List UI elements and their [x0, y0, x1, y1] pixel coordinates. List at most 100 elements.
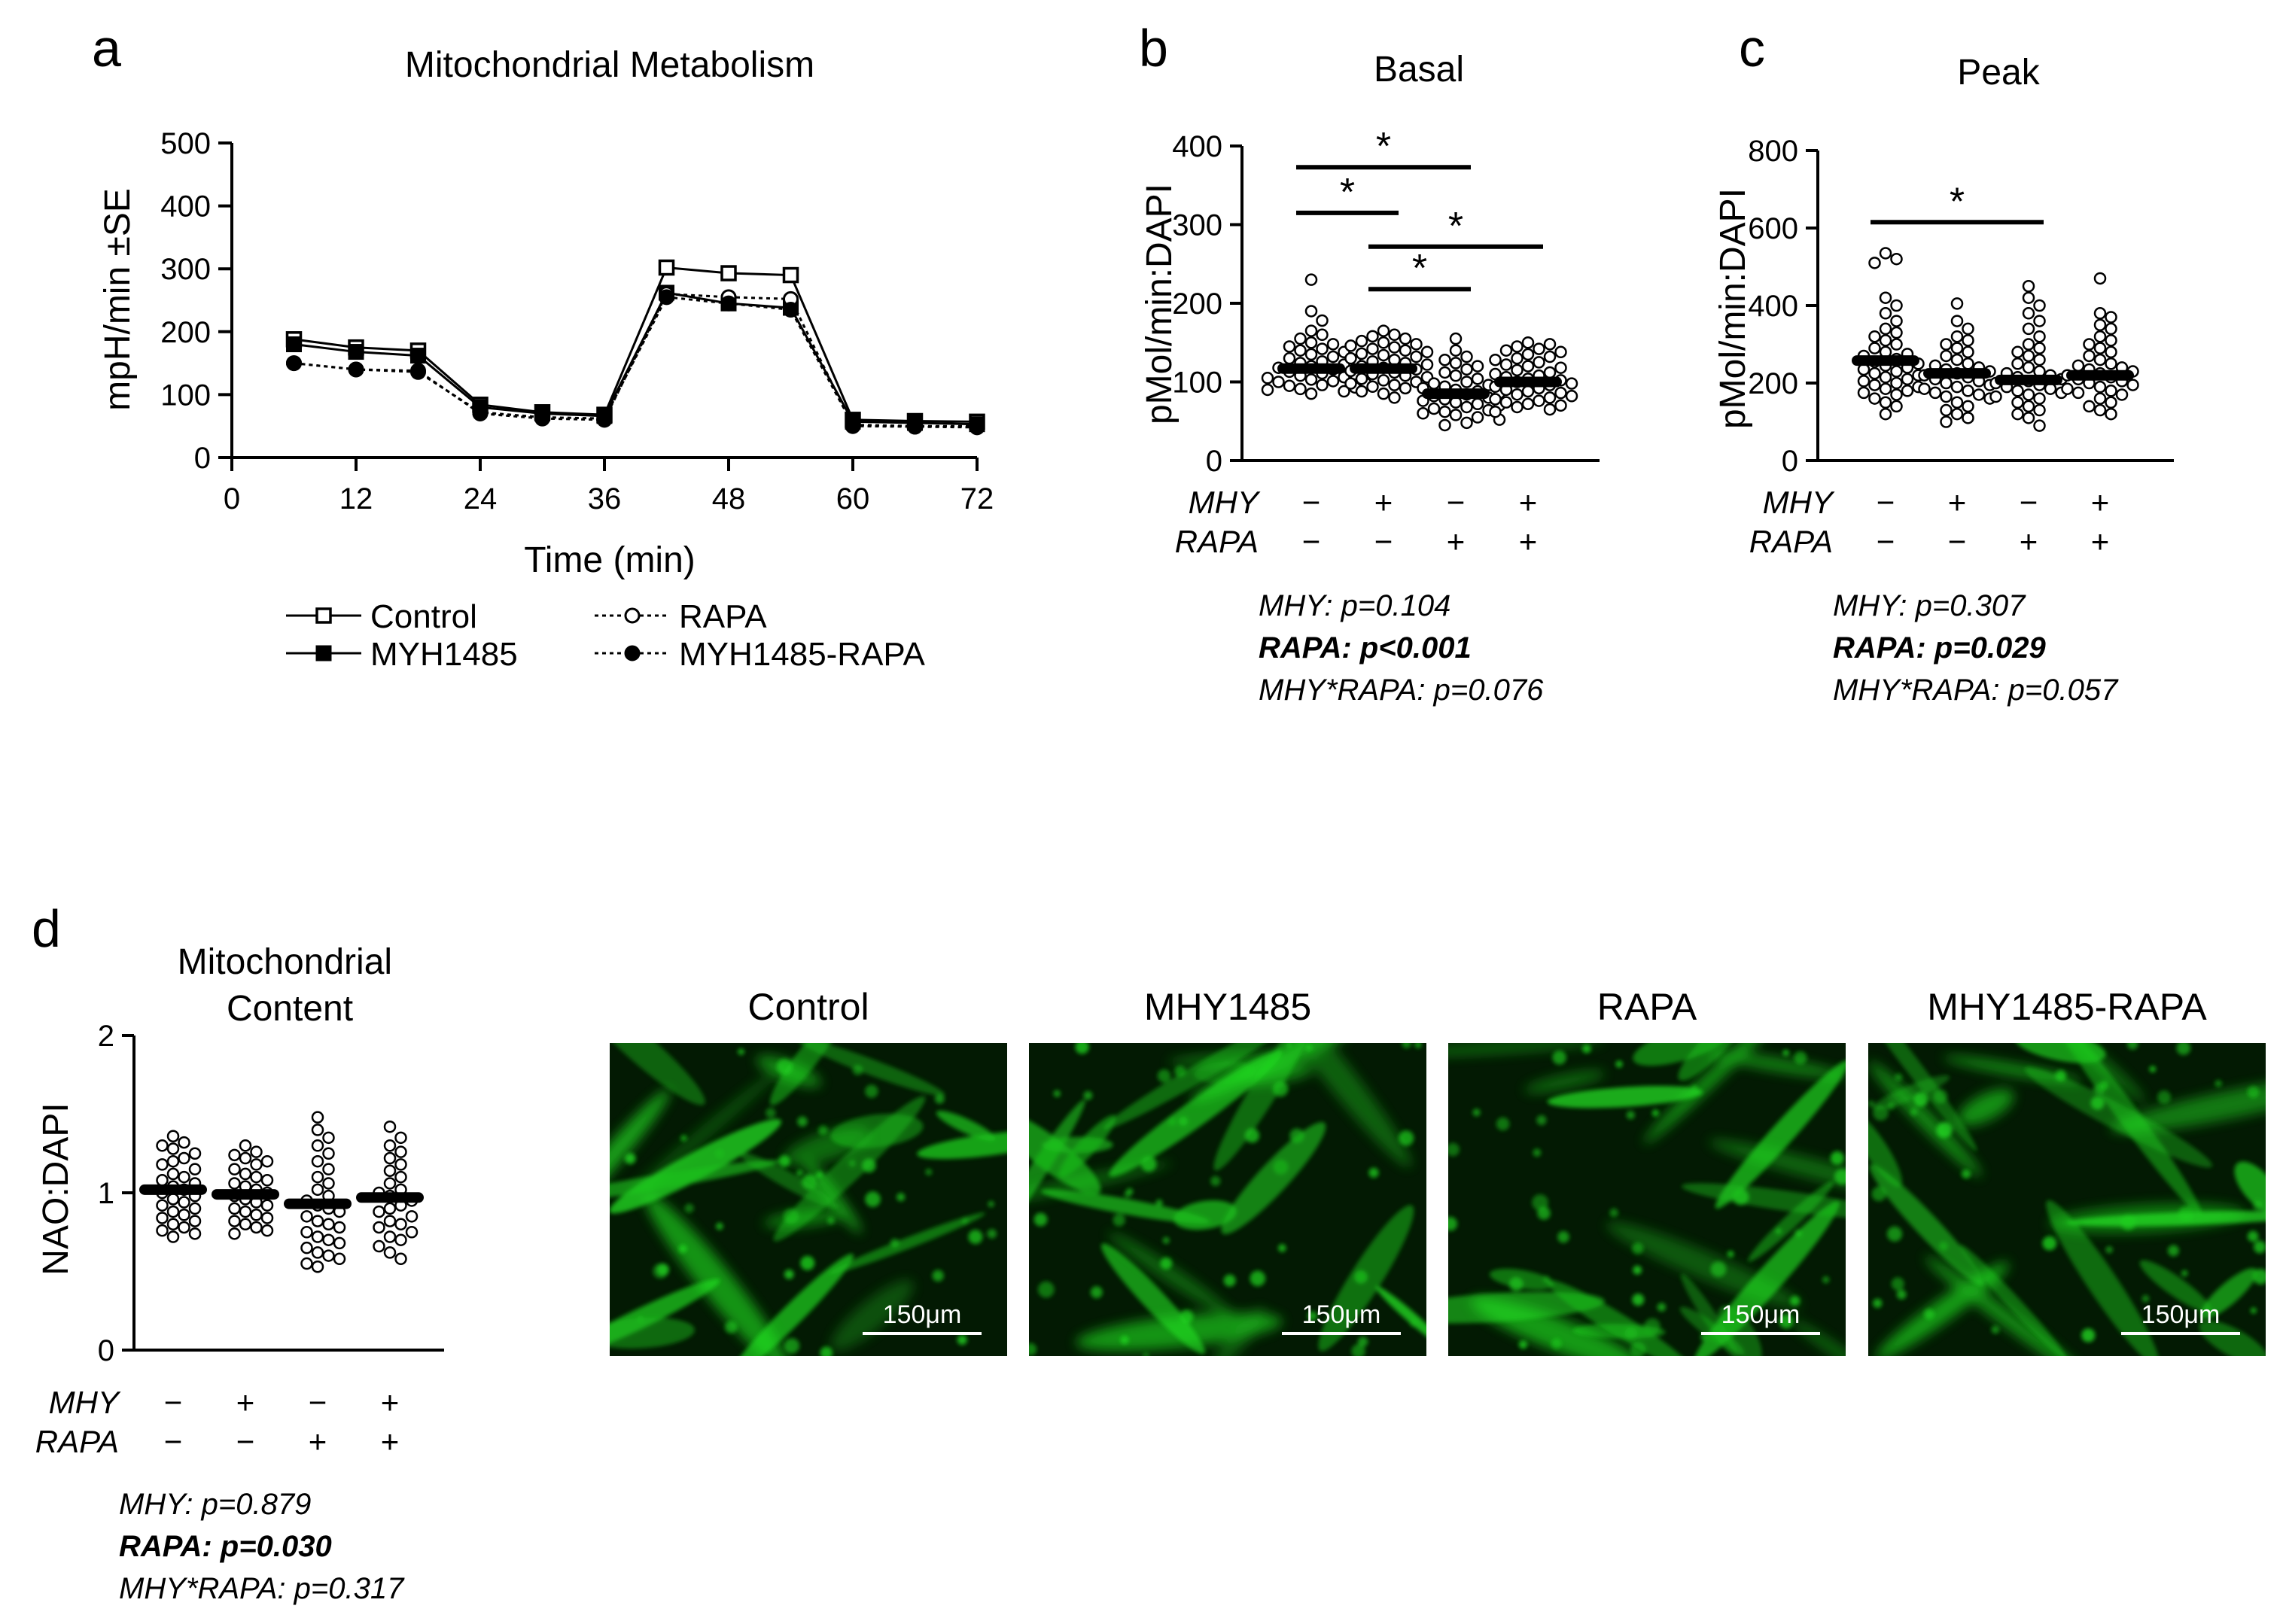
nucleus — [1727, 1250, 1734, 1258]
legend-label: MYH1485 — [370, 636, 518, 673]
nucleus — [848, 1160, 856, 1167]
nucleus — [1414, 1043, 1422, 1048]
data-point — [1489, 353, 1502, 366]
data-point — [311, 1260, 324, 1273]
nucleus — [1033, 1212, 1048, 1227]
data-point — [1283, 351, 1296, 365]
nucleus — [783, 1208, 799, 1224]
fiber — [610, 1043, 705, 1105]
data-point — [322, 1218, 335, 1231]
nucleus — [1113, 1214, 1125, 1227]
fiber — [769, 1043, 842, 1105]
fiber — [796, 1043, 945, 1096]
data-point — [1879, 371, 1892, 384]
group-3 — [284, 1111, 352, 1273]
y-tick-label: 200 — [160, 316, 211, 349]
nucleus — [1448, 1142, 1460, 1157]
data-point — [394, 1218, 407, 1231]
data-point — [1511, 340, 1524, 353]
data-point — [2105, 311, 2117, 324]
nucleus — [1286, 1043, 1292, 1049]
nucleus — [2247, 1230, 2259, 1242]
nucleus — [1624, 1327, 1638, 1340]
chart-b-title: Basal — [1374, 50, 1464, 90]
series-line — [294, 291, 978, 426]
nucleus — [1244, 1128, 1260, 1143]
data-point — [1304, 336, 1318, 349]
data-point — [2105, 322, 2117, 336]
design-sign: − — [2020, 485, 2038, 520]
nucleus — [725, 1321, 738, 1334]
y-tick-label: 0 — [1782, 445, 1798, 478]
series-4 — [286, 289, 985, 434]
data-point — [2105, 407, 2117, 421]
design-sign: + — [2020, 524, 2038, 559]
data-point — [1316, 342, 1329, 355]
data-point — [2083, 400, 2096, 413]
data-point — [1377, 324, 1390, 337]
design-sign: − — [1447, 485, 1466, 520]
data-point — [1438, 353, 1451, 366]
data-point — [658, 259, 675, 276]
x-tick-label: 24 — [464, 482, 498, 515]
data-point — [383, 1151, 397, 1165]
nucleus — [1167, 1117, 1177, 1126]
data-point — [394, 1252, 407, 1266]
data-point — [333, 1236, 346, 1250]
nucleus — [1174, 1065, 1186, 1078]
data-point — [845, 417, 861, 433]
data-point — [166, 1230, 180, 1243]
data-point — [383, 1246, 397, 1259]
data-point — [1940, 338, 1953, 351]
data-point — [1950, 353, 1964, 366]
nucleus — [2181, 1270, 2188, 1277]
data-point — [1918, 382, 1931, 395]
data-point — [2093, 380, 2107, 394]
data-point — [2011, 345, 2024, 359]
data-point — [178, 1170, 190, 1184]
nucleus — [1289, 1128, 1304, 1143]
data-point — [2093, 307, 2107, 320]
data-point — [394, 1170, 407, 1184]
nucleus — [1630, 1341, 1646, 1356]
data-point — [228, 1215, 241, 1227]
data-point — [1962, 357, 1974, 370]
x-tick-label: 72 — [960, 482, 994, 515]
nucleus — [1124, 1191, 1131, 1198]
data-point — [373, 1205, 385, 1218]
data-point — [300, 1210, 313, 1223]
data-point — [1304, 348, 1318, 361]
data-point — [188, 1202, 202, 1215]
data-point — [1283, 379, 1296, 392]
data-point — [260, 1174, 274, 1187]
design-sign: − — [1948, 524, 1967, 559]
data-point — [1950, 396, 1964, 409]
design-sign: + — [236, 1385, 255, 1420]
data-point — [1449, 332, 1463, 345]
data-point — [720, 265, 737, 281]
data-point — [2115, 388, 2129, 401]
legend-item: MYH1485 — [286, 636, 518, 673]
nucleus — [1029, 1343, 1037, 1356]
micrograph-cells — [1868, 1043, 2266, 1356]
x-tick-label: 60 — [836, 482, 870, 515]
nucleus — [625, 1153, 636, 1164]
nucleus — [968, 1230, 983, 1245]
nucleus — [1273, 1160, 1289, 1175]
data-point — [1972, 388, 1986, 401]
data-point — [1449, 369, 1463, 382]
design-sign: − — [1374, 524, 1393, 559]
data-point — [1511, 351, 1524, 365]
fibers — [610, 1043, 1007, 1356]
nucleus — [1552, 1050, 1567, 1065]
fiber — [1706, 1051, 1846, 1078]
data-point — [188, 1227, 202, 1240]
data-point — [2011, 357, 2024, 370]
data-point — [1283, 340, 1296, 353]
fiber — [1109, 1050, 1283, 1177]
nucleus — [637, 1315, 644, 1323]
nucleus — [2250, 1307, 2257, 1314]
data-point — [1511, 388, 1524, 401]
fiber — [610, 1317, 695, 1349]
nucleus — [2247, 1086, 2260, 1099]
